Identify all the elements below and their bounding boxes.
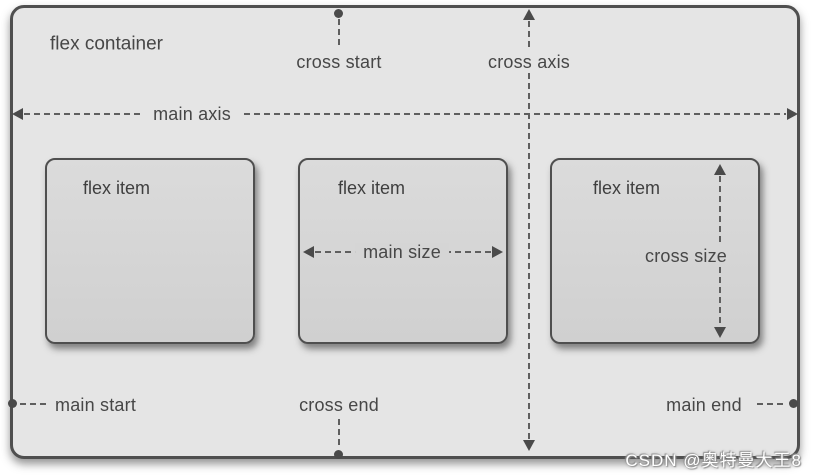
- main-size-right-arrowhead: [492, 246, 503, 258]
- main-size-label: main size: [355, 243, 449, 261]
- main-axis-line: [24, 113, 786, 115]
- csdn-watermark: CSDN @奥特曼大王8: [625, 451, 802, 470]
- cross-size-bottom-arrowhead: [714, 327, 726, 338]
- main-axis-left-arrowhead: [12, 108, 23, 120]
- main-start-label: main start: [55, 395, 137, 415]
- flex-container-label: flex container: [50, 33, 164, 55]
- main-end-label: main end: [666, 395, 742, 415]
- cross-axis-label: cross axis: [487, 52, 571, 72]
- main-axis-right-arrowhead: [787, 108, 798, 120]
- cross-axis-line-upper: [528, 21, 530, 51]
- cross-size-line-lower: [719, 267, 721, 327]
- cross-axis-line-lower: [528, 73, 530, 440]
- flex-item-1: [45, 158, 255, 344]
- flex-item-2-label: flex item: [338, 178, 406, 198]
- main-end-dot: [789, 399, 798, 408]
- flex-item-3-label: flex item: [593, 178, 661, 198]
- cross-axis-bottom-arrowhead: [523, 440, 535, 451]
- cross-end-leader-line: [338, 419, 340, 447]
- flex-item-3: [550, 158, 760, 344]
- cross-end-label: cross end: [299, 395, 379, 415]
- main-size-left-arrowhead: [303, 246, 314, 258]
- cross-start-leader-line: [338, 19, 340, 47]
- main-start-leader-line: [20, 403, 48, 405]
- flex-item-1-label: flex item: [83, 178, 151, 198]
- cross-end-dot: [334, 450, 343, 459]
- cross-start-dot: [334, 9, 343, 18]
- cross-size-top-arrowhead: [714, 164, 726, 175]
- cross-axis-top-arrowhead: [523, 9, 535, 20]
- cross-size-label: cross size: [644, 246, 728, 266]
- cross-start-label: cross start: [296, 52, 382, 72]
- main-start-dot: [8, 399, 17, 408]
- main-axis-label: main axis: [143, 105, 241, 123]
- main-end-leader-line: [757, 403, 785, 405]
- cross-size-line-upper: [719, 176, 721, 246]
